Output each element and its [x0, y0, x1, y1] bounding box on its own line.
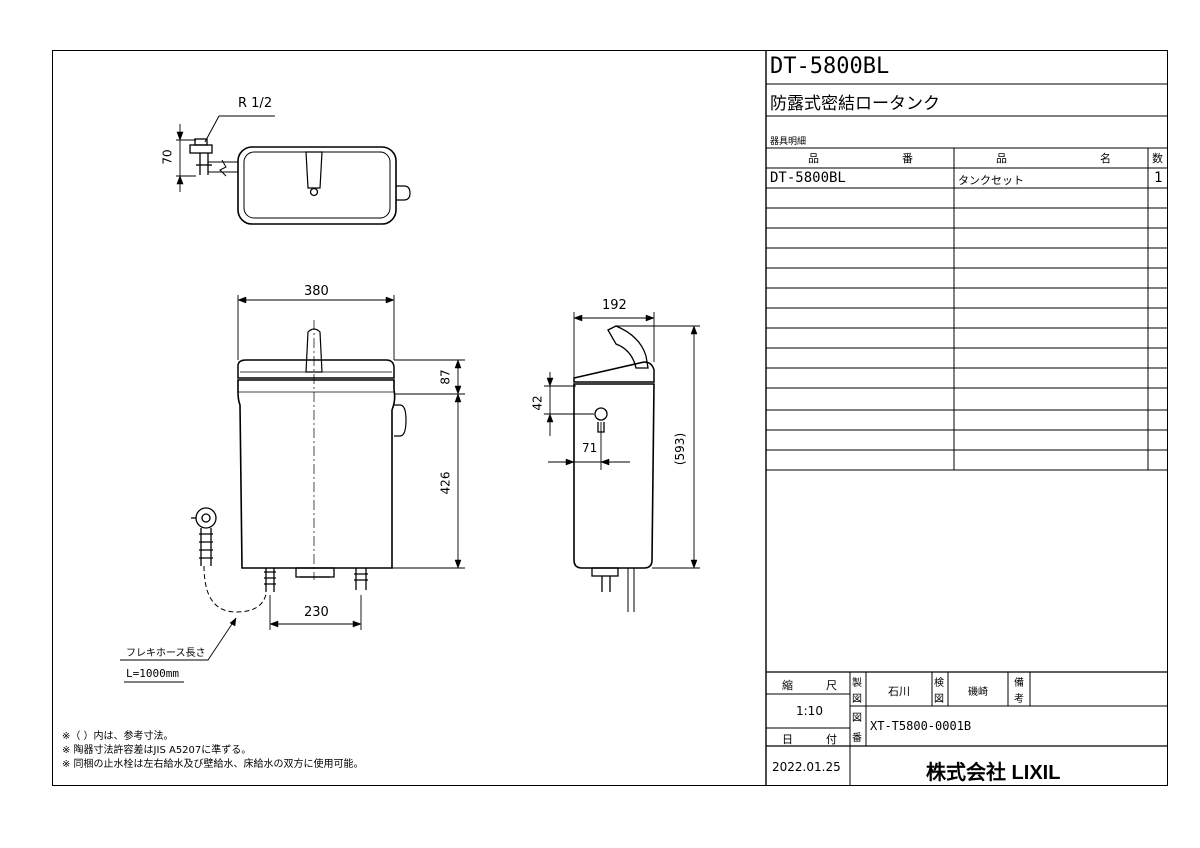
note-line: ※（ ）内は、参考寸法。	[62, 731, 174, 742]
drawing-no-label-b: 番	[852, 733, 862, 744]
dim-42: 42	[530, 395, 545, 411]
front-view	[120, 295, 465, 683]
top-view	[176, 115, 411, 225]
row-name: タンクセット	[958, 174, 1024, 187]
hose-length-label: フレキホース長さ	[126, 648, 206, 659]
checked-by: 磯崎	[968, 687, 988, 698]
drawn-by: 石川	[888, 685, 910, 698]
col-part-no-a: 品	[808, 152, 819, 165]
dim-593: (593)	[673, 432, 688, 466]
dim-192: 192	[602, 298, 627, 313]
date-label-a: 日	[782, 733, 793, 746]
dim-71: 71	[582, 441, 598, 455]
drawing-no-label-a: 図	[852, 713, 862, 724]
col-qty: 数	[1152, 152, 1163, 165]
note-line: ※ 同梱の止水栓は左右給水及び壁給水、床給水の双方に使用可能。	[62, 759, 364, 770]
dim-426: 426	[438, 471, 453, 495]
remarks-label-b: 考	[1014, 694, 1024, 705]
dim-r-thread: R 1/2	[238, 96, 273, 111]
hose-length-value: L=1000mm	[126, 667, 179, 680]
scale-label-b: 尺	[826, 679, 837, 692]
dim-230: 230	[304, 605, 329, 620]
parts-header: 器具明細	[770, 137, 807, 147]
company-name: 株式会社 LIXIL	[926, 762, 1061, 784]
drawing-number: XT-T5800-0001B	[870, 719, 972, 733]
drawn-label-b: 図	[852, 694, 862, 705]
col-name-b: 名	[1100, 152, 1111, 165]
date-value: 2022.01.25	[772, 760, 841, 774]
row-qty: 1	[1154, 170, 1163, 186]
title-block-grid	[765, 50, 1168, 786]
dim-87: 87	[438, 369, 453, 385]
row-part-no: DT-5800BL	[770, 170, 846, 186]
product-name: 防露式密結ロータンク	[770, 94, 940, 114]
dim-70: 70	[160, 149, 175, 165]
date-label-b: 付	[826, 733, 837, 746]
checked-label-b: 図	[934, 694, 944, 705]
checked-label-a: 検	[934, 678, 944, 689]
remarks-label-a: 備	[1014, 678, 1024, 689]
drawing-frame	[52, 50, 1168, 786]
dim-380: 380	[304, 284, 329, 299]
col-name-a: 品	[996, 152, 1007, 165]
model-number: DT-5800BL	[770, 54, 890, 79]
drawn-label-a: 製	[852, 678, 862, 689]
notes: ※（ ）内は、参考寸法。 ※ 陶器寸法許容差はJIS A5207に準ずる。 ※ …	[62, 730, 364, 772]
note-line: ※ 陶器寸法許容差はJIS A5207に準ずる。	[62, 745, 252, 756]
col-part-no-b: 番	[902, 152, 913, 165]
scale-value: 1:10	[796, 704, 823, 718]
scale-label-a: 縮	[782, 679, 793, 692]
side-view	[544, 312, 700, 612]
